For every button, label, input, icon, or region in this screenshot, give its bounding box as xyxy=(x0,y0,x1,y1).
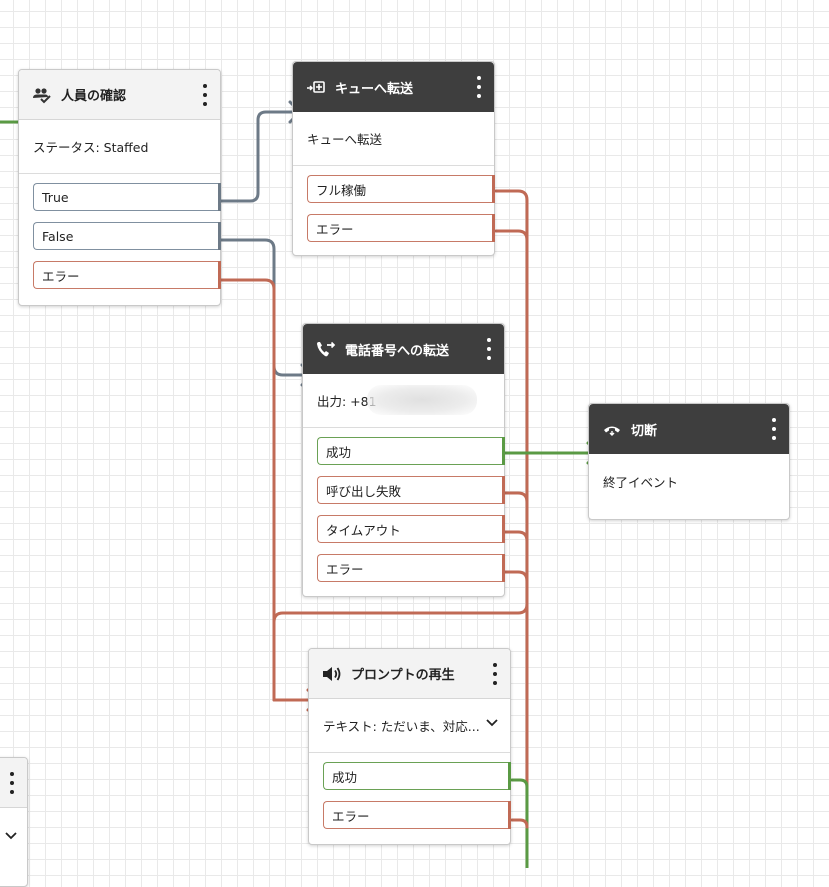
disconnect-header[interactable]: 切断 xyxy=(589,404,789,454)
check-staffing-block[interactable]: 人員の確認 ステータス: Staffed True False エラー xyxy=(18,69,221,306)
output-full-capacity[interactable]: フル稼働 xyxy=(307,175,495,203)
output-success[interactable]: 成功 xyxy=(323,762,511,790)
block-description: ステータス: Staffed xyxy=(19,120,220,174)
block-title: 電話番号への転送 xyxy=(345,343,450,359)
output-error[interactable]: エラー xyxy=(307,214,495,242)
more-menu-icon[interactable] xyxy=(198,84,212,106)
transfer-to-phone-header[interactable]: 電話番号への転送 xyxy=(303,324,504,374)
more-menu-icon[interactable] xyxy=(488,663,502,685)
wire-phone-fail xyxy=(503,491,529,504)
prompt-text: テキスト: ただいま、対応... xyxy=(323,719,480,734)
wire-false-to-phone xyxy=(219,238,314,377)
output-success[interactable]: 成功 xyxy=(317,437,505,465)
output-error[interactable]: エラー xyxy=(317,554,505,582)
transfer-to-phone-block[interactable]: 電話番号への転送 出力: +81 成功 呼び出し失敗 タイムアウト エラー xyxy=(302,323,505,597)
more-menu-icon[interactable] xyxy=(767,418,781,440)
people-check-icon xyxy=(31,84,53,106)
more-menu-icon[interactable] xyxy=(5,772,19,794)
transfer-to-queue-header[interactable]: キューへ転送 xyxy=(293,62,494,112)
block-title: 切断 xyxy=(631,423,658,439)
phone-forward-icon xyxy=(315,338,337,360)
phone-output-value: 出力: +81 xyxy=(317,394,377,409)
wire-phone-timeout xyxy=(503,530,529,543)
play-prompt-block[interactable]: プロンプトの再生 テキスト: ただいま、対応... 成功 エラー xyxy=(308,648,511,845)
hangup-icon xyxy=(601,418,623,440)
offscreen-block[interactable] xyxy=(0,757,28,887)
block-title: プロンプトの再生 xyxy=(351,668,455,683)
wire-true-to-queue xyxy=(219,110,302,203)
block-description: 終了イベント xyxy=(603,474,679,490)
play-prompt-header[interactable]: プロンプトの再生 xyxy=(309,649,510,699)
block-title: 人員の確認 xyxy=(61,89,127,104)
output-true[interactable]: True xyxy=(33,183,221,211)
output-error[interactable]: エラー xyxy=(323,801,511,829)
wire-queue-error xyxy=(494,229,529,242)
transfer-to-queue-block[interactable]: キューへ転送 キューへ転送 フル稼働 エラー xyxy=(292,61,495,256)
block-description: 出力: +81 xyxy=(303,374,504,428)
queue-transfer-icon xyxy=(305,76,327,98)
redacted-number xyxy=(367,385,477,415)
wire-phone-error xyxy=(503,570,529,583)
wire-prompt-success xyxy=(510,778,529,868)
more-menu-icon[interactable] xyxy=(482,338,496,360)
block-description: キューへ転送 xyxy=(293,112,494,166)
output-false[interactable]: False xyxy=(33,222,221,250)
wire-prompt-error xyxy=(510,818,529,829)
chevron-down-icon[interactable] xyxy=(486,719,498,727)
output-call-failed[interactable]: 呼び出し失敗 xyxy=(317,476,505,504)
chevron-down-icon[interactable] xyxy=(5,832,17,840)
disconnect-block[interactable]: 切断 終了イベント xyxy=(588,403,790,520)
output-timeout[interactable]: タイムアウト xyxy=(317,515,505,543)
output-error[interactable]: エラー xyxy=(33,261,221,289)
speaker-icon xyxy=(321,663,343,685)
check-staffing-header[interactable]: 人員の確認 xyxy=(19,70,220,120)
more-menu-icon[interactable] xyxy=(472,76,486,98)
block-title: キューへ転送 xyxy=(335,81,414,97)
offscreen-block-header[interactable] xyxy=(0,758,27,808)
block-description[interactable]: テキスト: ただいま、対応... xyxy=(309,699,510,753)
